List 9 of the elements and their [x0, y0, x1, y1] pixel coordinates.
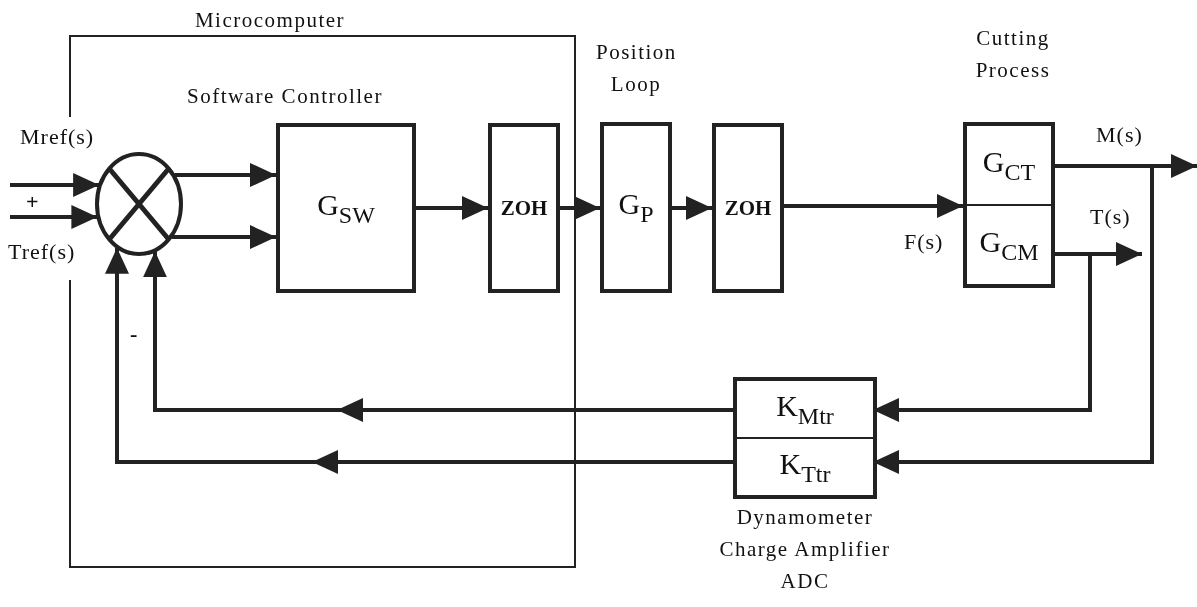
block-box: ZOH: [488, 123, 560, 293]
block-box: G$_{SW}$: [276, 123, 416, 293]
block-box: ZOH: [712, 123, 784, 293]
block-heading: Software Controller: [186, 83, 384, 110]
block-heading: Dynamometer Charge Amplifier ADC: [718, 504, 892, 595]
block-box: G$_{P}$: [600, 122, 672, 293]
block-heading: Position Loop: [596, 39, 676, 98]
block-heading: Cutting Process: [974, 25, 1052, 84]
block-heading: Microcomputer: [193, 7, 347, 34]
